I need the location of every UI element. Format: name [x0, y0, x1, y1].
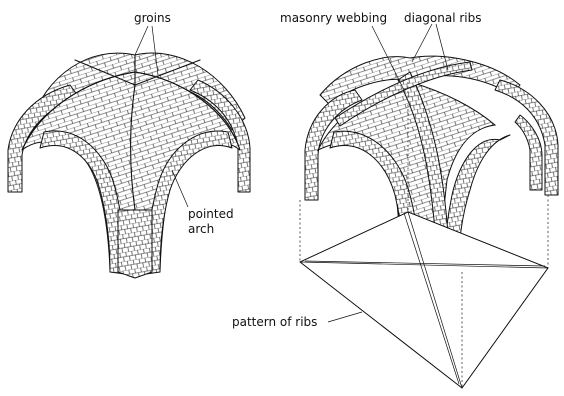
- label-pattern-of-ribs: pattern of ribs: [232, 315, 317, 329]
- rib-right-pier: [515, 115, 542, 190]
- rib-pattern-plan: [300, 212, 548, 388]
- label-pointed-arch: pointed arch: [188, 207, 237, 236]
- label-pointed-arch-line1: pointed: [188, 207, 234, 221]
- label-pointed-arch-line2: arch: [188, 222, 214, 236]
- pointed-arch-leader: [172, 170, 188, 207]
- label-diagonal-ribs: diagonal ribs: [404, 11, 482, 25]
- central-pier: [118, 210, 152, 278]
- plan-outline: [300, 212, 548, 388]
- groin-vault: [8, 53, 250, 278]
- label-groins: groins: [134, 11, 171, 25]
- pattern-of-ribs-leader: [328, 312, 362, 322]
- label-masonry-webbing: masonry webbing: [280, 11, 387, 25]
